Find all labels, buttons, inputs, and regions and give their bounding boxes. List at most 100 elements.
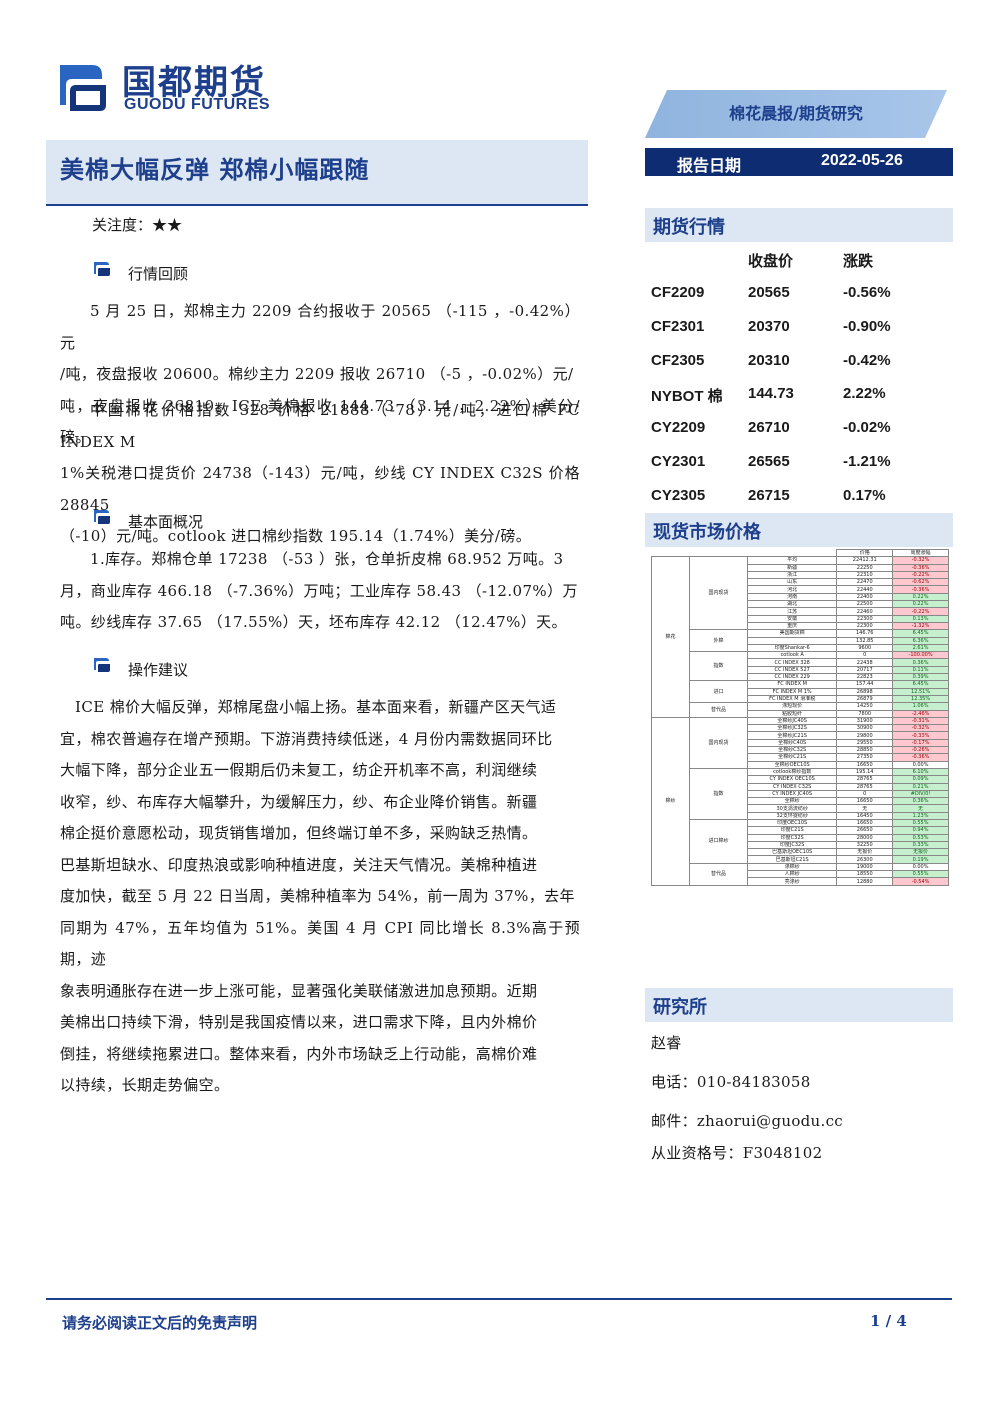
spot-price: 30900: [836, 724, 894, 733]
spot-change: -0.36%: [892, 563, 949, 572]
spot-item: FC INDEX M 1%: [746, 687, 838, 696]
spot-change: 12.51%: [892, 687, 949, 696]
text-line: 度加快，截至 5 月 22 日当周，美棉种植率为 54%，前一周为 37%，去年: [60, 887, 575, 905]
section-bullet-icon: [94, 658, 110, 672]
text-line: ICE 棉价大幅反弹，郑棉尾盘小幅上扬。基本面来看，新疆产区天气适: [75, 698, 557, 716]
title-bar: [46, 140, 588, 206]
spot-price: 27350: [836, 753, 894, 762]
spot-item: 全棉纱OEC10S: [746, 760, 838, 769]
footer-divider: [46, 1298, 952, 1300]
spot-change: -0.62%: [892, 578, 949, 587]
spot-price: 无报价: [836, 848, 894, 857]
report-type-banner: [645, 90, 947, 138]
spot-change: 0.22%: [892, 592, 949, 602]
spot-change: -0.31%: [892, 716, 949, 726]
text-line: 以持续，长期走势偏空。: [60, 1076, 230, 1094]
futures-col-change: 涨跌: [843, 252, 874, 270]
spot-price: 32250: [836, 840, 894, 850]
spot-group-label: 棉纱: [651, 716, 690, 886]
spot-item: 32支环锭纺纱: [746, 811, 838, 821]
spot-price: 9600: [836, 643, 894, 653]
section-heading-advice: 操作建议: [128, 661, 189, 679]
spot-col-change: 周度涨幅: [892, 548, 949, 558]
text-line: 吨。纱线库存 37.65 （17.55%）天，坯布库存 42.12 （12.47…: [60, 613, 567, 631]
spot-price: 无: [836, 804, 894, 813]
spot-item: 河南: [746, 592, 838, 602]
text-line: /吨，夜盘报收 20600。棉纱主力 2209 报收 26710 （-5 ，-0…: [60, 365, 574, 383]
report-title: 美棉大幅反弹 郑棉小幅跟随: [60, 155, 370, 184]
spot-change: -0.32%: [892, 724, 949, 733]
futures-change: -1.21%: [843, 453, 891, 470]
futures-contract: CF2301: [651, 317, 705, 335]
spot-item: 全棉纱C21S: [746, 753, 838, 762]
futures-close: 26710: [748, 419, 790, 437]
spot-change: -0.32%: [892, 556, 949, 565]
spot-change: 0.09%: [892, 775, 949, 784]
futures-heading: 期货行情: [653, 217, 725, 238]
text-line: 棉企挺价意愿松动，现货销售增加，但终端订单不多，采购缺乏热情。: [60, 824, 538, 842]
spot-item: 河北: [746, 585, 838, 594]
spot-change: 1.06%: [892, 702, 949, 711]
text-line: 吨，夜盘报收 26810。ICE 美棉报收 144.73 （3.14 ，2.22…: [60, 396, 580, 447]
futures-contract: CF2305: [651, 351, 705, 369]
futures-change: 2.22%: [843, 385, 886, 403]
spot-item: cotlook A: [746, 651, 838, 660]
analyst-phone: 电话：010-84183058: [651, 1073, 811, 1091]
spot-price: 22300: [836, 614, 894, 623]
spot-price: 26300: [836, 855, 894, 864]
spot-item: CY INDEX JC40S: [746, 789, 838, 799]
futures-col-close: 收盘价: [748, 252, 794, 270]
spot-item: 全棉纱JC21S: [746, 731, 838, 740]
spot-item: 美国期货棉: [746, 629, 838, 638]
disclaimer-notice[interactable]: 请务必阅读正文后的免责声明: [62, 1314, 258, 1332]
spot-price: 22823: [836, 673, 894, 682]
spot-subgroup-label: 替代品: [688, 702, 749, 718]
spot-change: -0.36%: [892, 585, 949, 594]
spot-item: 安徽: [746, 614, 838, 623]
spot-price: 29550: [836, 738, 894, 748]
spot-item: 印度C21S: [746, 826, 838, 835]
spot-item: 巴基斯坦C21S: [746, 855, 838, 864]
spot-price: 26650: [836, 826, 894, 835]
text-line: 5 月 25 日，郑棉主力 2209 合约报收于 20565 （-115 ，-0…: [60, 302, 580, 352]
spot-price: 146.76: [836, 629, 894, 638]
spot-price: 22438: [836, 658, 894, 667]
spot-item: 湖北: [746, 600, 838, 609]
spot-item: CY INDEX C32S: [746, 782, 838, 791]
spot-price: 26879: [836, 694, 894, 704]
text-line: 倒挂，将继续拖累进口。整体来看，内外市场缺乏上行动能，高棉价难: [60, 1044, 538, 1063]
spot-price: 19000: [836, 862, 894, 872]
spot-change: -0.36%: [892, 753, 949, 762]
futures-close: 20370: [748, 317, 790, 335]
spot-item: 印度JC32S: [746, 840, 838, 850]
research-section-header: 研究所: [645, 988, 953, 1022]
spot-item: 人棉纱: [746, 870, 838, 879]
spot-price: 31900: [836, 716, 894, 726]
spot-price: 22310: [836, 570, 894, 580]
futures-close: 144.73: [748, 385, 794, 403]
spot-change: 0.21%: [892, 782, 949, 791]
spot-price: 20717: [836, 665, 894, 675]
spot-price: 22250: [836, 563, 894, 572]
spot-price: 26898: [836, 687, 894, 696]
section-heading-market-review: 行情回顾: [128, 265, 189, 283]
spot-change: -0.22%: [892, 607, 949, 616]
spot-change: 0.22%: [892, 600, 949, 609]
report-type-text: 棉花晨报/期货研究: [729, 104, 863, 123]
spot-price: 132.85: [836, 636, 894, 645]
spot-change: 0.00%: [892, 760, 949, 769]
spot-item: 涤棉纱: [746, 862, 838, 872]
spot-price: 22460: [836, 607, 894, 616]
spot-section-header: 现货市场价格: [645, 513, 953, 547]
spot-item: 全棉纱C40S: [746, 738, 838, 748]
paragraph-advice: ICE 棉价大幅反弹，郑棉尾盘小幅上扬。基本面来看，新疆产区天气适 宜，棉农普遍…: [60, 692, 580, 1102]
